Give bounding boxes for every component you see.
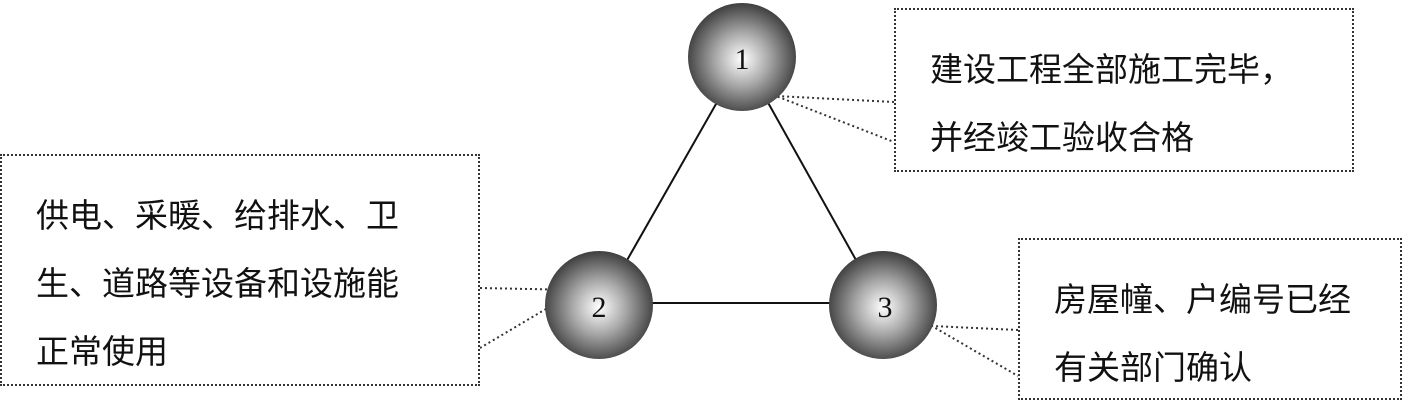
callout-node-3: 房屋幢、户编号已经 有关部门确认 xyxy=(1018,238,1402,400)
node-1: 1 xyxy=(688,3,796,111)
node-1-sphere xyxy=(688,3,796,111)
node-3: 3 xyxy=(829,251,937,359)
node-2-label: 2 xyxy=(592,291,607,324)
node-3-label: 3 xyxy=(878,291,893,324)
edge-1-3 xyxy=(765,98,857,261)
callout-1-line-1: 建设工程全部施工完毕， xyxy=(930,50,1293,89)
callout-3-line-1: 房屋幢、户编号已经 xyxy=(1054,280,1351,319)
node-2: 2 xyxy=(545,251,653,359)
edge-1-2 xyxy=(625,96,721,263)
callout-2-line-3: 正常使用 xyxy=(36,332,168,371)
node-1-label: 1 xyxy=(735,43,750,76)
callout-node-1: 建设工程全部施工完毕， 并经竣工验收合格 xyxy=(894,8,1354,172)
node-2-sphere xyxy=(545,251,653,359)
callout-node-2: 供电、采暖、给排水、卫 生、道路等设备和设施能 正常使用 xyxy=(0,154,480,386)
callout-1-line-2: 并经竣工验收合格 xyxy=(930,118,1194,157)
callout-2-line-2: 生、道路等设备和设施能 xyxy=(36,264,399,303)
leader-1 xyxy=(775,95,895,143)
callout-2-line-1: 供电、采暖、给排水、卫 xyxy=(36,196,399,235)
leader-3 xyxy=(931,325,1019,377)
node-3-sphere xyxy=(829,251,937,359)
callout-3-line-2: 有关部门确认 xyxy=(1054,348,1252,387)
